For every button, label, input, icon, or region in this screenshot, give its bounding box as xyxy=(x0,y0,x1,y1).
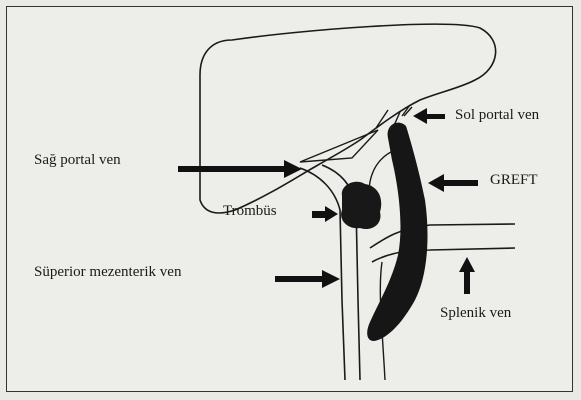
arrow-trombus xyxy=(312,206,338,222)
label-splenik-ven: Splenik ven xyxy=(440,306,511,321)
label-sol-portal-ven: Sol portal ven xyxy=(455,108,539,123)
right-portal-branch xyxy=(300,130,378,162)
splenic-vein xyxy=(370,224,515,248)
splenic-vein-lower xyxy=(372,248,515,262)
label-sag-portal-ven: Sağ portal ven xyxy=(34,153,121,168)
arrow-sag-portal xyxy=(178,160,302,178)
arrow-greft xyxy=(428,174,478,192)
arrow-splenik xyxy=(459,257,475,294)
label-trombus: Trombüs xyxy=(223,204,277,219)
label-superior-mezenterik-ven: Süperior mezenterik ven xyxy=(34,265,181,280)
arrow-sol-portal xyxy=(413,108,445,124)
label-greft: GREFT xyxy=(490,173,538,188)
thrombus-shape xyxy=(341,182,381,229)
arrow-superior-mezenterik xyxy=(275,270,340,288)
